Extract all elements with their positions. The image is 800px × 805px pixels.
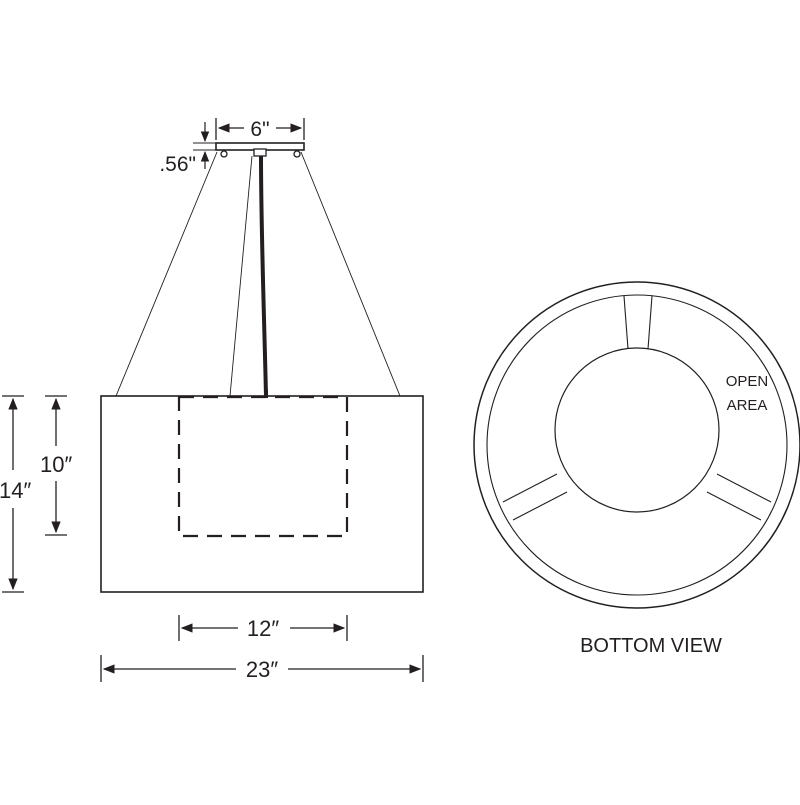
canopy-width-label: 6" (250, 118, 269, 141)
open-area-label-line1: OPEN (726, 373, 769, 390)
spoke-left-lower-edge (512, 491, 568, 521)
cable-right (300, 151, 401, 397)
spoke-right-upper-edge (716, 473, 772, 503)
spokes (502, 295, 772, 521)
outer-shade-ring (473, 281, 800, 609)
spoke-top-right-edge (647, 295, 653, 350)
bottom-view: OPEN AREA BOTTOM VIEW (473, 281, 800, 657)
shade-height-label: 10″ (40, 452, 72, 477)
open-area-label-line2: AREA (727, 397, 768, 414)
canopy-screw-left (220, 150, 228, 158)
spoke-left-upper-edge (502, 473, 558, 503)
shade-width-label: 23″ (246, 657, 278, 682)
dimension-shade-width: 23″ (100, 655, 424, 682)
dimension-overall-height: 14″ (0, 395, 31, 593)
diffuser-width-label: 12″ (247, 616, 279, 641)
center-diffuser-disc (554, 347, 720, 513)
dimension-canopy-width: 6" (215, 118, 305, 141)
dimension-shade-height: 10″ (40, 395, 72, 536)
overall-height-label: 14″ (0, 478, 31, 503)
canopy-stem (253, 148, 267, 157)
inner-diffuser-outline (177, 395, 349, 538)
canopy-height-label: .56" (159, 153, 196, 176)
bottom-view-title: BOTTOM VIEW (580, 635, 722, 657)
suspension-cables (115, 151, 401, 397)
dimension-diffuser-width: 12″ (178, 615, 348, 641)
power-cord (259, 155, 268, 397)
cable-left (115, 151, 218, 397)
canopy (215, 142, 305, 158)
canopy-screw-right (293, 150, 301, 158)
dimension-canopy-height: .56" (159, 122, 216, 176)
cable-center (229, 155, 253, 397)
drum-shade (100, 395, 424, 593)
spoke-right-lower-edge (706, 491, 762, 521)
spoke-top-left-edge (623, 295, 629, 350)
side-view: 6" .56" 14″ 10″ (0, 118, 424, 682)
inner-shade-ring (486, 294, 788, 596)
